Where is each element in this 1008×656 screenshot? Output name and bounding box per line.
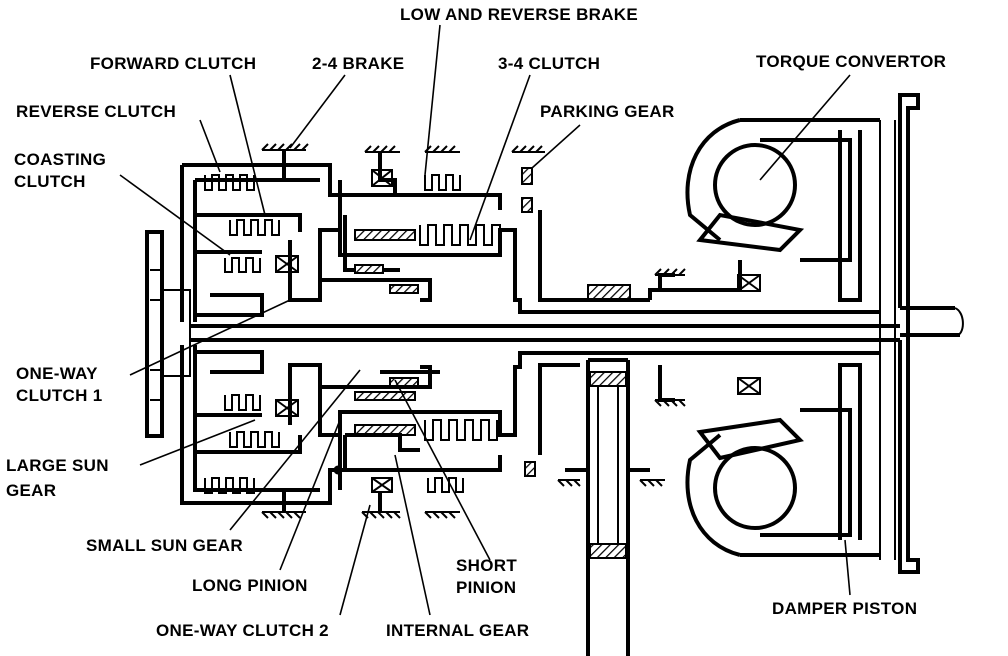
main-shaft xyxy=(190,93,964,574)
label-one-way-clutch-2: ONE-WAY CLUTCH 2 xyxy=(156,621,329,640)
clutch-housing-upper xyxy=(180,163,880,322)
label-large-sun-gear-line2: GEAR xyxy=(6,481,56,500)
parking-gear-anchor xyxy=(511,145,631,300)
label-one-way-clutch-1-line2: CLUTCH 1 xyxy=(16,386,102,405)
label-parking-gear: PARKING GEAR xyxy=(540,102,675,121)
torque-converter xyxy=(648,118,880,557)
label-reverse-clutch: REVERSE CLUTCH xyxy=(16,102,176,121)
label-2-4-brake: 2-4 BRAKE xyxy=(312,54,404,73)
leader-lines xyxy=(119,24,851,616)
label-low-reverse-brake: LOW AND REVERSE BRAKE xyxy=(400,5,638,24)
one-way-clutch-2 xyxy=(261,477,460,519)
label-one-way-clutch-1-line1: ONE-WAY xyxy=(16,364,98,383)
clutch-3-4-plates xyxy=(354,224,501,294)
label-internal-gear: INTERNAL GEAR xyxy=(386,621,529,640)
label-short-pinion-line1: SHORT xyxy=(456,556,517,575)
label-long-pinion: LONG PINION xyxy=(192,576,308,595)
labels: LOW AND REVERSE BRAKE FORWARD CLUTCH 2-4… xyxy=(6,5,946,640)
label-3-4-clutch: 3-4 CLUTCH xyxy=(498,54,600,73)
label-short-pinion-line2: PINION xyxy=(456,578,516,597)
low-reverse-brake-anchors xyxy=(364,145,461,195)
brake-2-4-anchor xyxy=(261,143,309,182)
label-forward-clutch: FORWARD CLUTCH xyxy=(90,54,256,73)
output-flange xyxy=(145,230,191,438)
forward-clutch-plates xyxy=(229,219,280,236)
lower-clutch-plates xyxy=(204,394,498,494)
label-coasting-clutch-line2: CLUTCH xyxy=(14,172,86,191)
label-coasting-clutch-line1: COASTING xyxy=(14,150,106,169)
label-large-sun-gear-line1: LARGE SUN xyxy=(6,456,109,475)
label-damper-piston: DAMPER PISTON xyxy=(772,599,917,618)
coasting-clutch-plates xyxy=(224,257,261,273)
reverse-clutch-plates xyxy=(204,174,255,191)
label-small-sun-gear: SMALL SUN GEAR xyxy=(86,536,243,555)
output-gear xyxy=(524,358,665,656)
one-way-clutch-1-upper xyxy=(275,255,299,273)
planetary-gears xyxy=(333,377,420,475)
clutch-housing-lower xyxy=(180,345,880,505)
label-torque-convertor: TORQUE CONVERTOR xyxy=(756,52,946,71)
